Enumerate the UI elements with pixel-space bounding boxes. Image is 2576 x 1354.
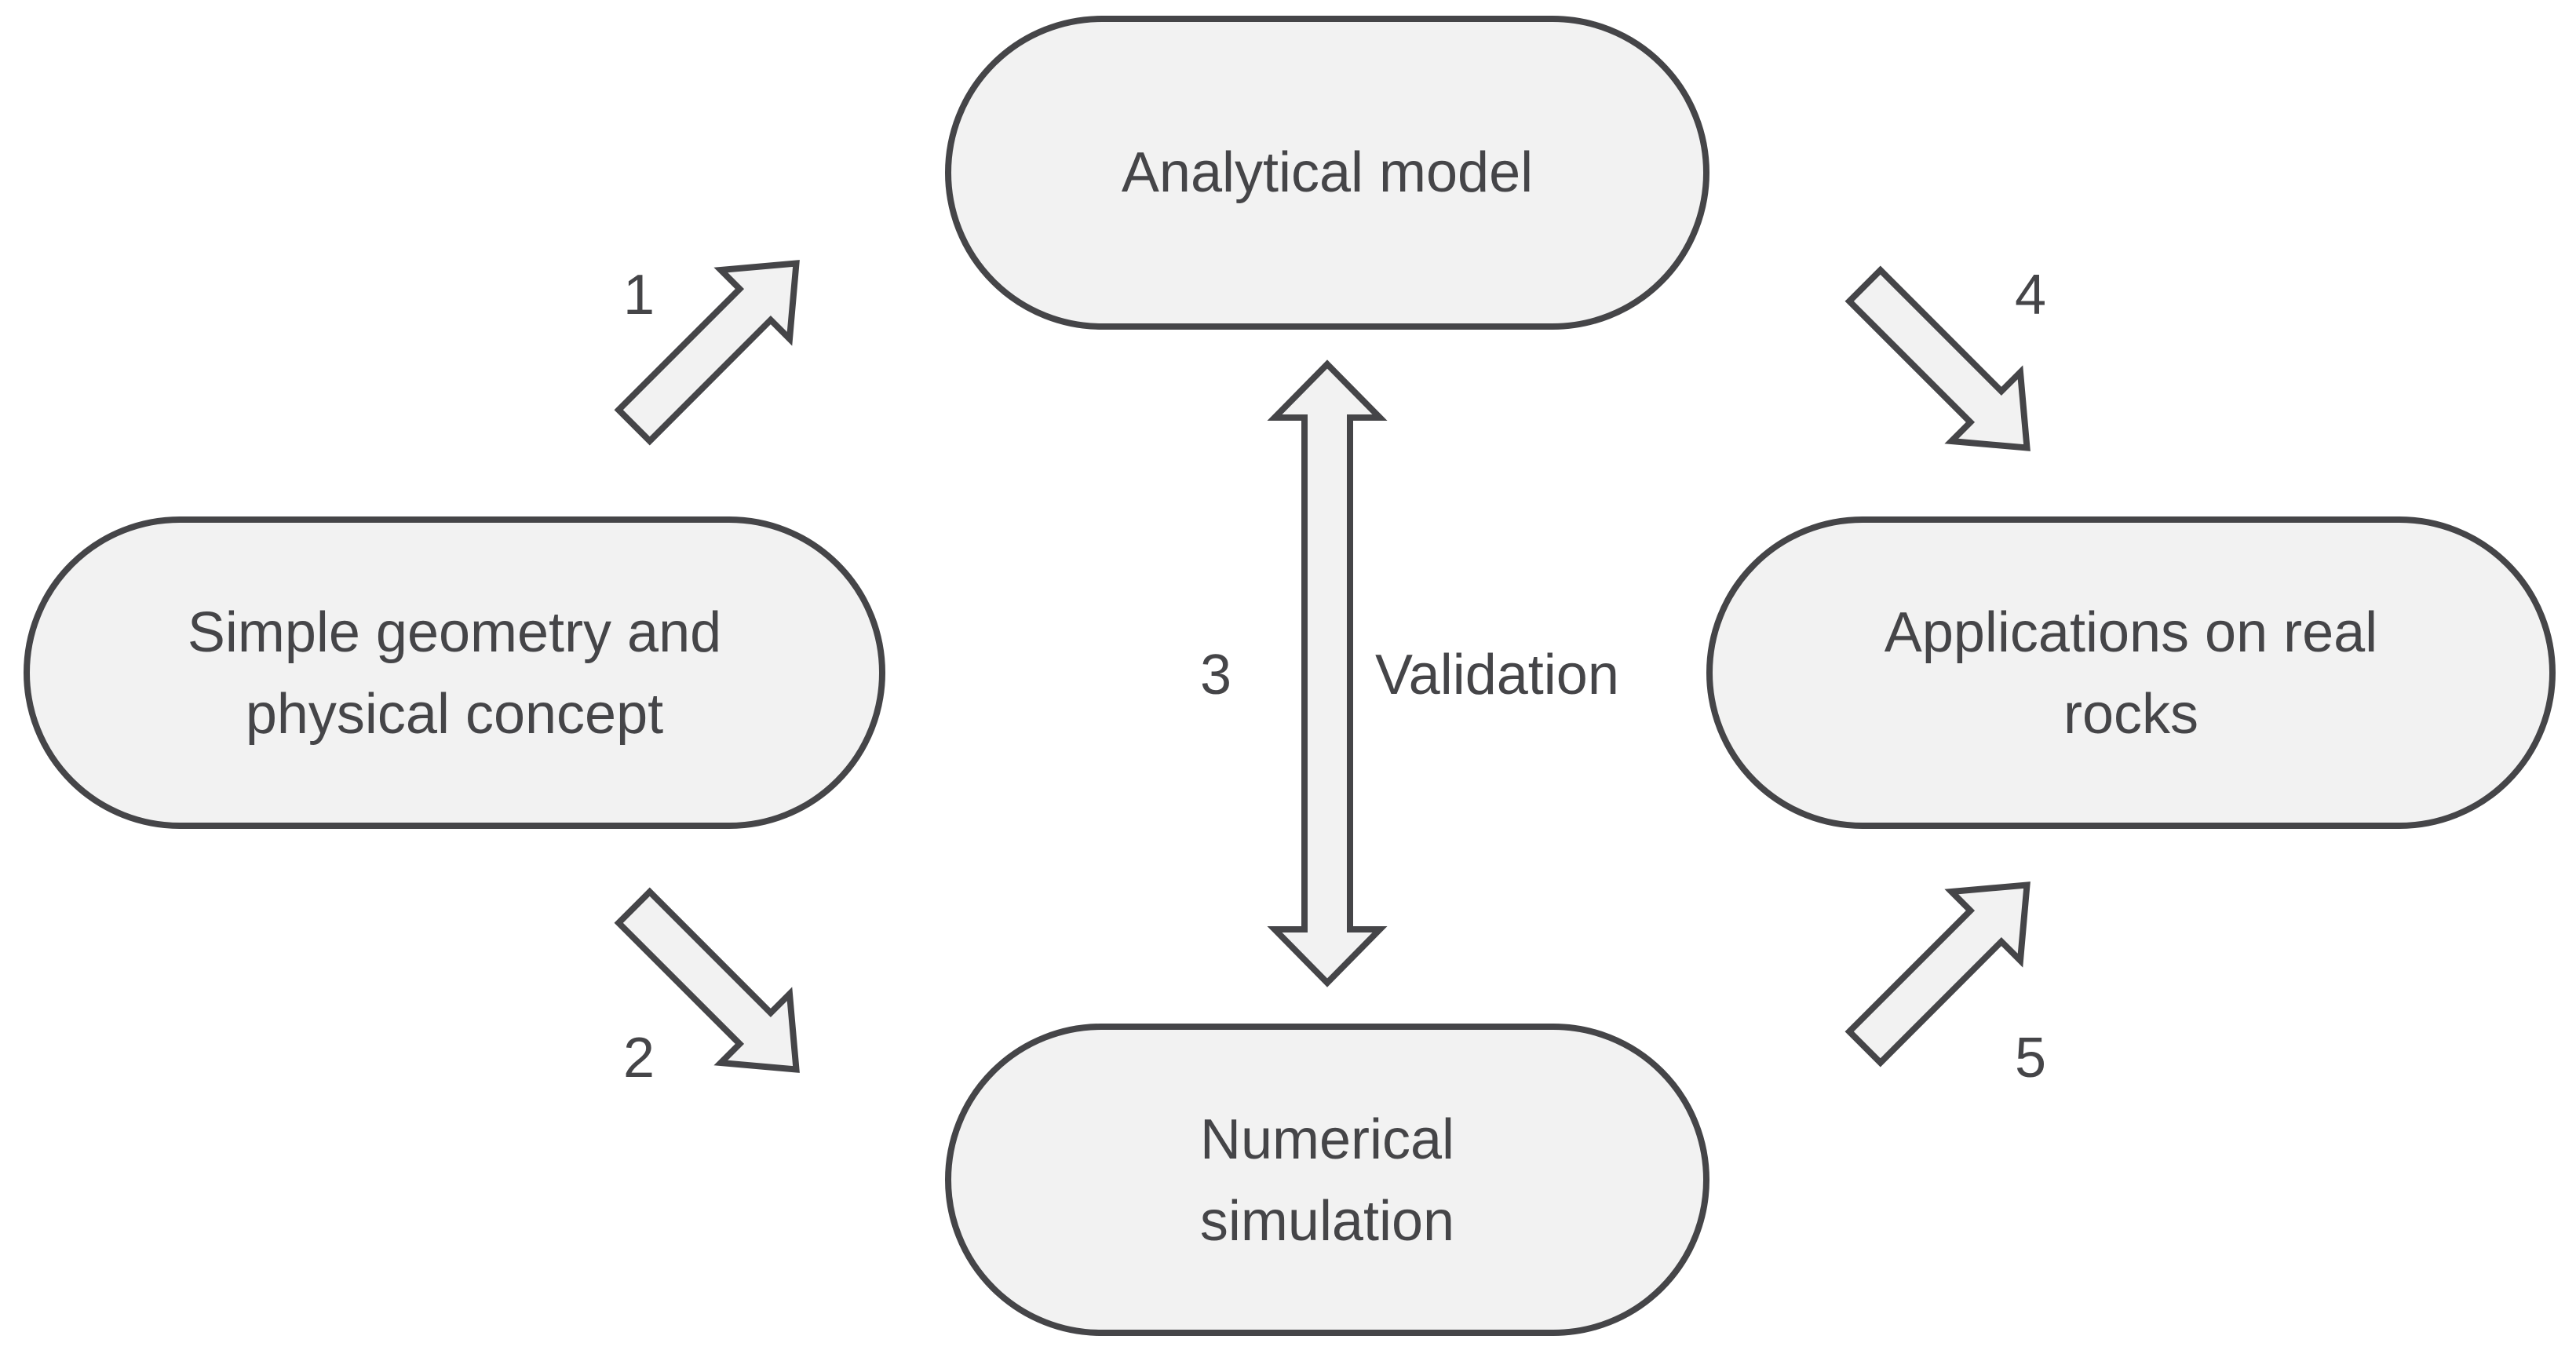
node-simple-geometry-label-line1: Simple geometry and bbox=[188, 601, 721, 664]
node-numerical-simulation-label-line1: Numerical bbox=[1200, 1108, 1454, 1171]
arrow-1-icon bbox=[614, 260, 800, 446]
node-simple-geometry-label-line2: physical concept bbox=[246, 683, 663, 746]
step-number-1: 1 bbox=[623, 264, 655, 327]
node-numerical-simulation: Numerical simulation bbox=[945, 1024, 1709, 1336]
arrow-2-icon bbox=[614, 887, 800, 1073]
node-numerical-simulation-label-line2: simulation bbox=[1200, 1190, 1454, 1253]
step-number-2: 2 bbox=[623, 1027, 655, 1089]
node-applications-label-line1: Applications on real bbox=[1885, 601, 2377, 664]
node-applications-label-line2: rocks bbox=[2063, 683, 2198, 746]
validation-label: Validation bbox=[1375, 644, 1619, 706]
step-number-3: 3 bbox=[1200, 644, 1231, 706]
arrow-3-double-icon bbox=[1267, 359, 1388, 987]
step-number-4: 4 bbox=[2015, 264, 2046, 327]
arrow-5-icon bbox=[1844, 881, 2031, 1068]
step-number-5: 5 bbox=[2015, 1027, 2046, 1089]
node-analytical-model-label: Analytical model bbox=[1122, 141, 1533, 204]
node-analytical-model: Analytical model bbox=[945, 16, 1709, 330]
node-simple-geometry: Simple geometry and physical concept bbox=[24, 516, 885, 829]
arrow-4-icon bbox=[1844, 265, 2031, 451]
node-applications: Applications on real rocks bbox=[1706, 516, 2556, 829]
